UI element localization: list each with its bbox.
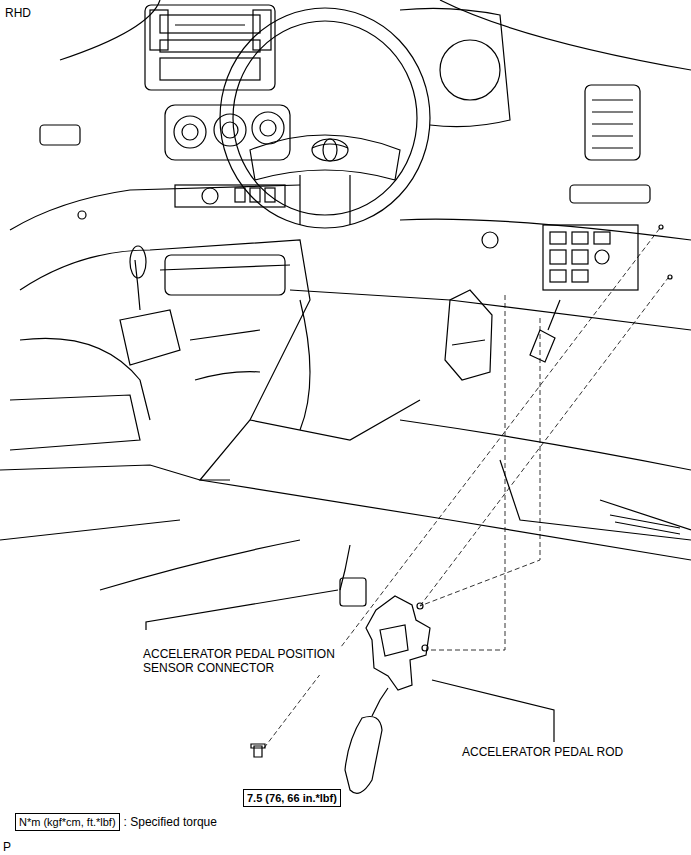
- torque-text: N*m (kgf*cm, ft.*lbf): [19, 816, 116, 828]
- part-label: ACCELERATOR PEDAL ROD: [462, 745, 623, 759]
- part-label: RHD: [5, 6, 31, 20]
- torque-box: 7.5 (76, 66 in.*lbf): [243, 789, 341, 807]
- part-label: P: [3, 840, 11, 854]
- torque-legend-box: N*m (kgf*cm, ft.*lbf): [15, 813, 120, 831]
- part-label: : Specified torque: [124, 815, 217, 829]
- part-label: ACCELERATOR PEDAL POSITION SENSOR CONNEC…: [143, 647, 358, 675]
- torque-text: 7.5 (76, 66 in.*lbf): [247, 792, 337, 804]
